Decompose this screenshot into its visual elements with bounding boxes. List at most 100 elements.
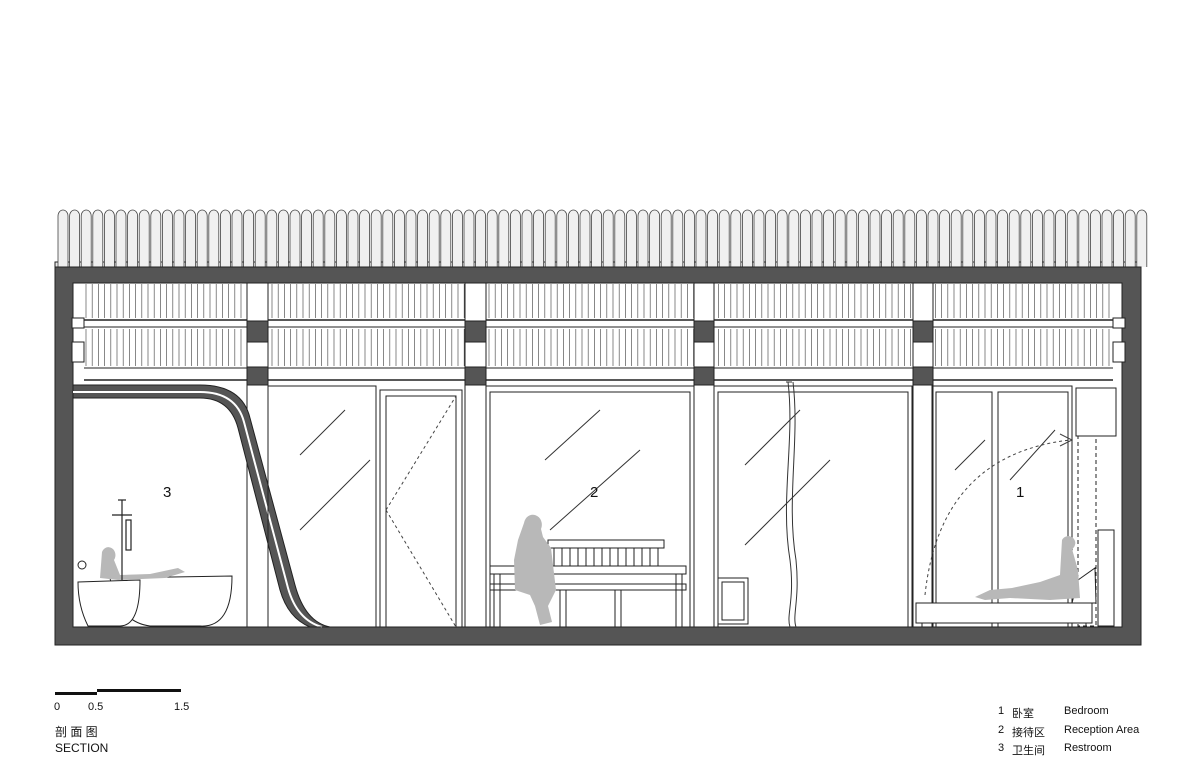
roof-picket — [904, 209, 916, 267]
roof-picket — [243, 209, 254, 267]
roof-picket — [220, 209, 231, 267]
roof-picket — [811, 209, 823, 267]
roof-picket — [278, 209, 289, 267]
roof-picket — [892, 209, 904, 267]
legend-label-cn: 卫生间 — [1012, 745, 1045, 757]
roof-picket — [521, 209, 533, 267]
roof-picket — [208, 209, 220, 267]
roof-picket — [684, 209, 695, 267]
scale-tick-label: 0 — [54, 701, 61, 713]
roof-picket — [1032, 209, 1043, 267]
wall-notch — [71, 341, 85, 363]
room-number-bedroom: 1 — [1016, 484, 1025, 501]
roof-picket — [289, 209, 301, 267]
roof-picket — [1113, 209, 1124, 267]
roof-picket — [394, 209, 405, 267]
roof-picket — [788, 209, 800, 267]
side-cabinet — [717, 577, 749, 625]
roof-picket — [614, 209, 626, 267]
glass-panels — [267, 385, 1073, 628]
scale-tick-label: 1.5 — [174, 701, 190, 713]
drawing-title-en: SECTION — [55, 741, 109, 755]
roof-picket — [649, 209, 660, 267]
bench-spindles — [553, 548, 659, 566]
restroom-curved-wall-inner — [73, 391, 323, 628]
wardrobe — [1075, 387, 1117, 627]
columns — [246, 282, 934, 628]
roof-picket — [591, 209, 602, 267]
roof-picket — [776, 209, 788, 267]
legend-label-en: Restroom — [1064, 742, 1112, 754]
roof-picket — [1008, 209, 1020, 267]
room-number-reception: 2 — [590, 484, 599, 501]
beam-block — [912, 366, 934, 386]
roof-picket — [695, 209, 707, 267]
roof-picket — [115, 209, 127, 267]
roof-picket — [823, 209, 834, 267]
swing-arrow-icon — [1059, 433, 1074, 447]
beam-block — [246, 320, 269, 343]
roof-picket — [916, 209, 927, 267]
shower-fixture — [112, 499, 132, 580]
roof-picket — [138, 209, 150, 267]
glass-reflections — [299, 409, 1056, 546]
roof-picket — [962, 209, 974, 267]
roof-picket — [475, 209, 486, 267]
roof-picket — [846, 209, 858, 267]
roof-picket — [927, 209, 939, 267]
roof-picket — [1090, 209, 1101, 267]
roof-picket — [1043, 209, 1055, 267]
roof-picket — [800, 209, 811, 267]
legend-label-cn: 卧室 — [1012, 708, 1034, 720]
legend-number: 1 — [998, 705, 1005, 717]
roof-picket — [359, 209, 370, 267]
roof-picket — [301, 209, 312, 267]
beam-block — [246, 366, 269, 386]
roof-picket — [370, 209, 382, 267]
roof-picket — [1078, 209, 1090, 267]
ceiling-slats — [85, 284, 1110, 366]
legend-label-en: Reception Area — [1064, 724, 1140, 736]
roof-picket — [173, 209, 185, 267]
roof-picket — [1055, 209, 1066, 267]
roof-picket — [637, 209, 649, 267]
bathtub — [77, 575, 233, 627]
roof-picket — [324, 209, 336, 267]
roof-picket — [730, 209, 742, 267]
roof-picket — [336, 209, 347, 267]
scale-segment — [55, 692, 97, 695]
roof-picket — [104, 209, 115, 267]
room-number-restroom: 3 — [163, 484, 172, 501]
roof-fence — [54, 209, 1148, 269]
roof-picket — [80, 209, 92, 267]
roof-picket — [150, 209, 162, 267]
roof-picket — [1101, 209, 1113, 267]
roof-picket — [486, 209, 498, 267]
roof-picket — [985, 209, 997, 267]
roof-picket — [347, 209, 359, 267]
person-bathing-icon — [100, 547, 185, 580]
legend-label-cn: 接待区 — [1012, 727, 1045, 739]
roof-picket — [660, 209, 672, 267]
beam-block — [464, 366, 487, 386]
roof-picket — [405, 209, 417, 267]
roof-picket — [742, 209, 753, 267]
roof-picket — [556, 209, 568, 267]
roof-picket — [950, 209, 962, 267]
curtain — [785, 381, 798, 628]
building-shell — [54, 266, 1142, 646]
roof-picket — [753, 209, 765, 267]
roof-picket — [858, 209, 869, 267]
beam-block — [464, 320, 487, 343]
roof-picket — [69, 209, 80, 267]
roof-picket — [266, 209, 278, 267]
roof-picket — [974, 209, 985, 267]
scale-tick-label: 0.5 — [88, 701, 104, 713]
roof-picket — [1066, 209, 1078, 267]
roof-picket — [568, 209, 579, 267]
beam-block — [912, 320, 934, 343]
door-swing-lines — [385, 395, 1071, 628]
roof-picket — [254, 209, 266, 267]
roof-picket — [1136, 209, 1148, 267]
